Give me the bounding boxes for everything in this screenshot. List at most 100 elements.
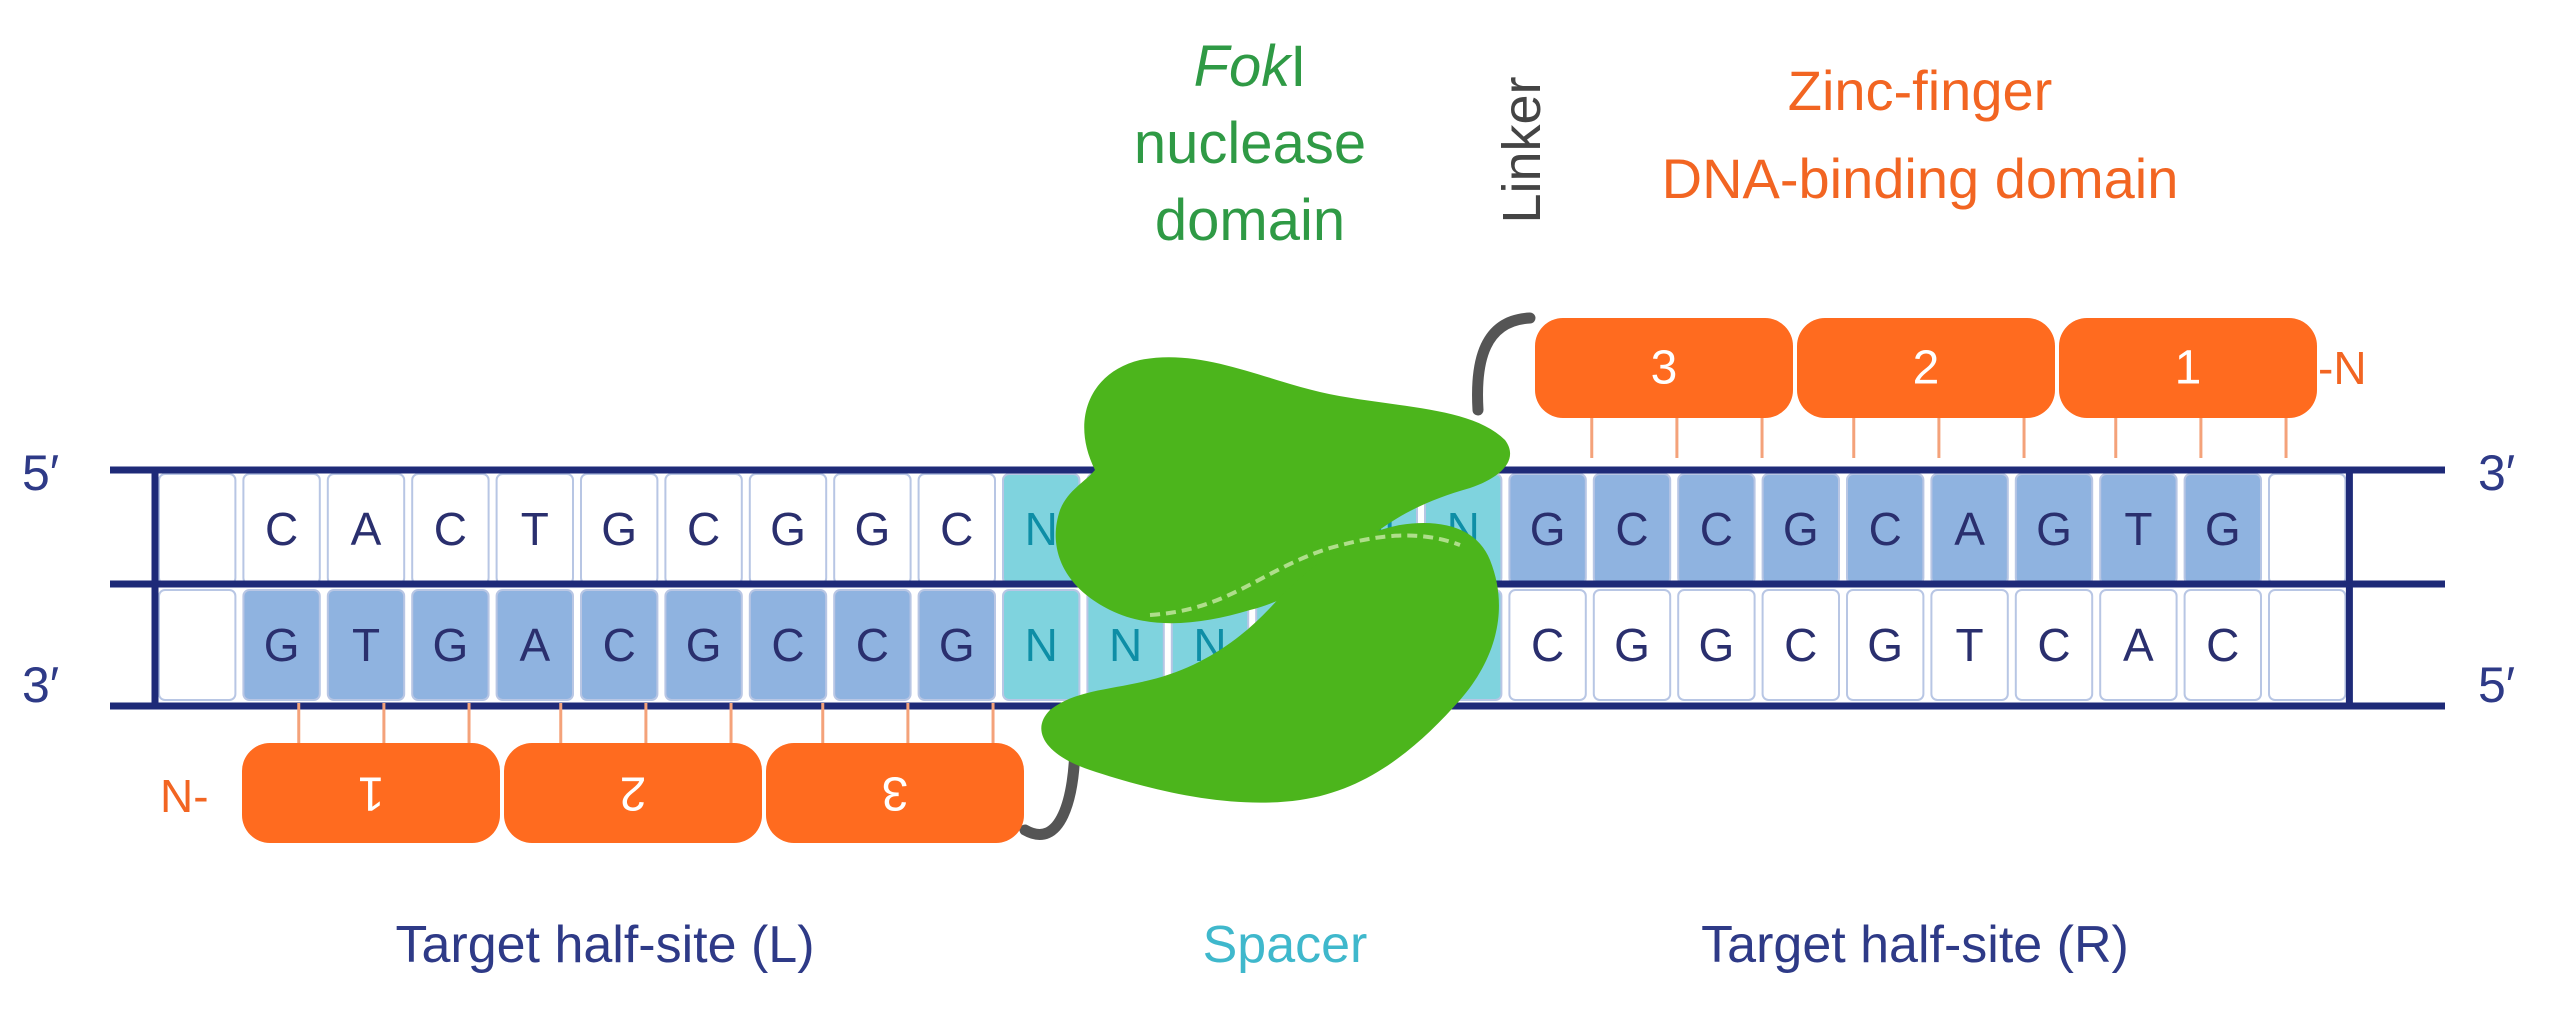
target-half-site-right-label: Target half-site (R) bbox=[1701, 916, 2129, 974]
foki-label-line3: domain bbox=[1155, 188, 1345, 253]
bottom-half-site-right-cell: G bbox=[1846, 589, 1925, 701]
top-half-site-left-cell: C bbox=[664, 473, 743, 585]
zinc-finger-number: 2 bbox=[1913, 342, 1940, 395]
bottom-base: C bbox=[603, 619, 636, 671]
bottom-base: C bbox=[1531, 619, 1564, 671]
top-half-site-right-cell: C bbox=[1677, 473, 1756, 585]
n-terminus-left: N- bbox=[160, 770, 209, 822]
top-half-site-right-cell: G bbox=[2183, 473, 2263, 585]
bottom-half-site-left-cell: A bbox=[495, 589, 575, 701]
foki-label-line1: FokI bbox=[1194, 34, 1307, 99]
top-half-site-right-cell: G bbox=[2014, 473, 2094, 585]
top-base: A bbox=[1954, 503, 1985, 555]
top-base: G bbox=[855, 503, 891, 555]
zinc-finger-number: 3 bbox=[882, 767, 909, 820]
bottom-base: N bbox=[1109, 619, 1142, 671]
top-base: G bbox=[2205, 503, 2241, 555]
top-base: N bbox=[1025, 503, 1058, 555]
top-base: C bbox=[1869, 503, 1902, 555]
top-base: G bbox=[2036, 503, 2072, 555]
zinc-finger-left-2: 2 bbox=[504, 703, 762, 843]
bottom-half-site-left-cell: T bbox=[326, 589, 406, 701]
bottom-base: A bbox=[519, 619, 550, 671]
zinc-finger-right-2: 2 bbox=[1797, 318, 2055, 458]
bottom-base: G bbox=[1699, 619, 1735, 671]
top-half-site-right-cell: C bbox=[1846, 473, 1925, 585]
zinc-finger-label-line2: DNA-binding domain bbox=[1662, 147, 2179, 210]
top-base: C bbox=[1615, 503, 1648, 555]
zinc-finger-array-left: 1 2 3 bbox=[242, 703, 1024, 843]
top-left-flank-cell bbox=[158, 473, 237, 585]
bottom-right-flank-cell bbox=[2268, 589, 2347, 701]
top-base: T bbox=[2124, 503, 2152, 555]
top-base: G bbox=[601, 503, 637, 555]
bottom-half-site-right-cell: G bbox=[1592, 589, 1672, 701]
bottom-half-site-left-cell: C bbox=[580, 589, 659, 701]
top-base: G bbox=[1783, 503, 1819, 555]
top-base: A bbox=[351, 503, 382, 555]
zinc-finger-right-1: 1 bbox=[2059, 318, 2317, 458]
bottom-base: G bbox=[433, 619, 469, 671]
top-base: C bbox=[687, 503, 720, 555]
top-half-site-left-cell: A bbox=[326, 473, 406, 585]
bottom-base: A bbox=[2123, 619, 2154, 671]
top-half-site-right-cell: T bbox=[2099, 473, 2178, 585]
top-half-site-left-cell: C bbox=[917, 473, 996, 585]
bottom-half-site-right-cell: C bbox=[2183, 589, 2263, 701]
bottom-base: N bbox=[1025, 619, 1058, 671]
bottom-base: G bbox=[1614, 619, 1650, 671]
bottom-half-site-left-cell: C bbox=[748, 589, 828, 701]
bottom-strand-5prime: 5′ bbox=[2478, 657, 2515, 713]
bottom-half-site-left-cell: G bbox=[664, 589, 743, 701]
bottom-half-site-right-cell: A bbox=[2099, 589, 2178, 701]
bottom-base: C bbox=[2206, 619, 2239, 671]
top-base: C bbox=[265, 503, 298, 555]
zinc-finger-left-3: 3 bbox=[766, 703, 1024, 843]
top-half-site-left-cell: G bbox=[833, 473, 912, 585]
bottom-half-site-right-cell: C bbox=[1508, 589, 1587, 701]
bottom-base: G bbox=[939, 619, 975, 671]
top-half-site-left-cell: G bbox=[748, 473, 828, 585]
foki-domain-top bbox=[1055, 357, 1511, 624]
top-base: G bbox=[1530, 503, 1566, 555]
bottom-half-site-right-cell: C bbox=[1761, 589, 1840, 701]
bottom-strand-3prime: 3′ bbox=[22, 657, 59, 713]
zinc-finger-number: 2 bbox=[620, 767, 647, 820]
target-half-site-left-label: Target half-site (L) bbox=[395, 916, 814, 974]
top-base: T bbox=[521, 503, 549, 555]
n-terminus-right: -N bbox=[2318, 342, 2367, 394]
top-half-site-left-cell: T bbox=[495, 473, 575, 585]
zinc-finger-right-3: 3 bbox=[1535, 318, 1793, 458]
top-half-site-left-cell: G bbox=[580, 473, 659, 585]
bottom-base: C bbox=[2037, 619, 2070, 671]
foki-domain-bottom bbox=[1041, 523, 1499, 803]
foki-label-line2: nuclease bbox=[1134, 111, 1366, 176]
linker-label: Linker bbox=[1492, 76, 1552, 223]
top-half-site-right-cell: G bbox=[1761, 473, 1840, 585]
top-base: C bbox=[940, 503, 973, 555]
top-half-site-right-cell: C bbox=[1592, 473, 1672, 585]
top-half-site-left-cell: C bbox=[242, 473, 321, 585]
zinc-finger-number: 3 bbox=[1651, 342, 1678, 395]
zinc-finger-label-line1: Zinc-finger bbox=[1788, 59, 2053, 122]
bottom-half-site-left-cell: G bbox=[411, 589, 490, 701]
bottom-base: C bbox=[771, 619, 804, 671]
bottom-base: C bbox=[856, 619, 889, 671]
bottom-base: G bbox=[264, 619, 300, 671]
top-base: G bbox=[770, 503, 806, 555]
top-strand-5prime: 5′ bbox=[22, 445, 59, 501]
bottom-base: T bbox=[352, 619, 380, 671]
bottom-base: G bbox=[686, 619, 722, 671]
zinc-finger-number: 1 bbox=[2175, 342, 2202, 395]
bottom-half-site-left-cell: G bbox=[242, 589, 321, 701]
zinc-finger-array-right: 3 2 1 bbox=[1535, 318, 2317, 458]
top-half-site-right-cell: G bbox=[1508, 473, 1587, 585]
top-base: C bbox=[434, 503, 467, 555]
top-half-site-left-cell: C bbox=[411, 473, 490, 585]
top-half-site-right-cell: A bbox=[1930, 473, 2009, 585]
top-right-flank-cell bbox=[2268, 473, 2347, 585]
zinc-finger-number: 1 bbox=[358, 767, 385, 820]
top-base: C bbox=[1700, 503, 1733, 555]
bottom-half-site-right-cell: T bbox=[1930, 589, 2009, 701]
